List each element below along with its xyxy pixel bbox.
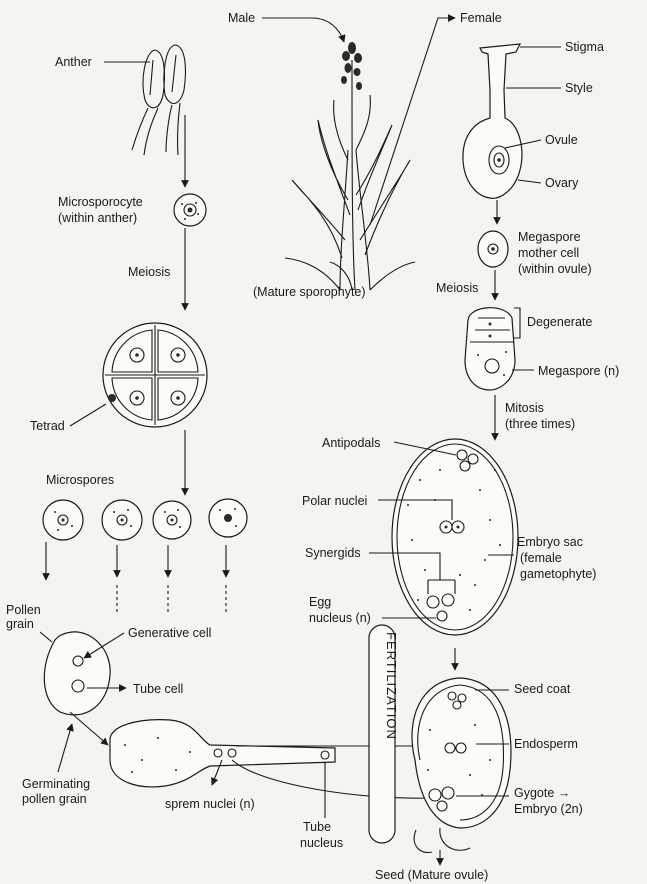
- mature-sporophyte-label: (Mature sporophyte): [253, 285, 366, 299]
- germinating-pollen-grain: [110, 720, 335, 787]
- megaspore-group: [465, 308, 515, 390]
- tube-cell-label: Tube cell: [133, 682, 183, 696]
- megaspore-n-label: Megaspore (n): [538, 364, 619, 378]
- egg-sublabel: nucleus (n): [309, 611, 371, 625]
- fertilization-label: FERTILIZATION: [384, 632, 399, 740]
- sperm-nuclei-label: sprem nuclei (n): [165, 797, 255, 811]
- megaspore-mother-sublabel-2: (within ovule): [518, 262, 592, 276]
- degenerate-label: Degenerate: [527, 315, 592, 329]
- fertilization-bar: FERTILIZATION: [369, 625, 399, 843]
- microsporocyte-sublabel: (within anther): [58, 211, 137, 225]
- tube-nucleus-sublabel: nucleus: [300, 836, 343, 850]
- female-label: Female: [460, 11, 502, 25]
- tetrad-cell: [103, 323, 207, 427]
- antipodals-label: Antipodals: [322, 436, 380, 450]
- microspores-label: Microspores: [46, 473, 114, 487]
- embryo-sac-label: Embryo sac: [517, 535, 583, 549]
- synergids-label: Synergids: [305, 546, 361, 560]
- seed-drawing: [412, 678, 511, 853]
- embryo-sac-sublabel-1: (female: [520, 551, 562, 565]
- sporophyte-plant: [285, 42, 415, 290]
- zygote-label: Gygote →: [514, 786, 570, 800]
- pollen-label: Pollen: [6, 603, 41, 617]
- pollen-grain: [44, 632, 110, 715]
- egg-label: Egg: [309, 595, 331, 609]
- embryo-sac: [392, 439, 518, 635]
- seed-coat-label: Seed coat: [514, 682, 571, 696]
- stigma-label: Stigma: [565, 40, 604, 54]
- megaspore-mother-sublabel-1: mother cell: [518, 246, 579, 260]
- ovule-label: Ovule: [545, 133, 578, 147]
- meiosis-right-label: Meiosis: [436, 281, 478, 295]
- microsporocyte-cell: [174, 194, 206, 226]
- tube-nucleus-label: Tube: [303, 820, 331, 834]
- meiosis-left-label: Meiosis: [128, 265, 170, 279]
- embryo-sac-sublabel-2: gametophyte): [520, 567, 596, 581]
- megaspore-mother-cell: [478, 231, 508, 267]
- seed-label: Seed (Mature ovule): [375, 868, 488, 882]
- megaspore-mother-label: Megaspore: [518, 230, 581, 244]
- male-label: Male: [228, 11, 255, 25]
- tetrad-label: Tetrad: [30, 419, 65, 433]
- generative-cell-label: Generative cell: [128, 626, 211, 640]
- polar-nuclei-label: Polar nuclei: [302, 494, 367, 508]
- pollen-sublabel: grain: [6, 617, 34, 631]
- mitosis-label: Mitosis: [505, 401, 544, 415]
- microspores-row: [43, 499, 247, 540]
- pistil-drawing: [463, 44, 522, 198]
- style-label: Style: [565, 81, 593, 95]
- microsporocyte-label: Microsporocyte: [58, 195, 143, 209]
- embryo-label: Embryo (2n): [514, 802, 583, 816]
- mitosis-sublabel: (three times): [505, 417, 575, 431]
- germinating-sublabel: pollen grain: [22, 792, 87, 806]
- ovary-label: Ovary: [545, 176, 579, 190]
- endosperm-label: Endosperm: [514, 737, 578, 751]
- anther-label: Anther: [55, 55, 92, 69]
- germinating-label: Germinating: [22, 777, 90, 791]
